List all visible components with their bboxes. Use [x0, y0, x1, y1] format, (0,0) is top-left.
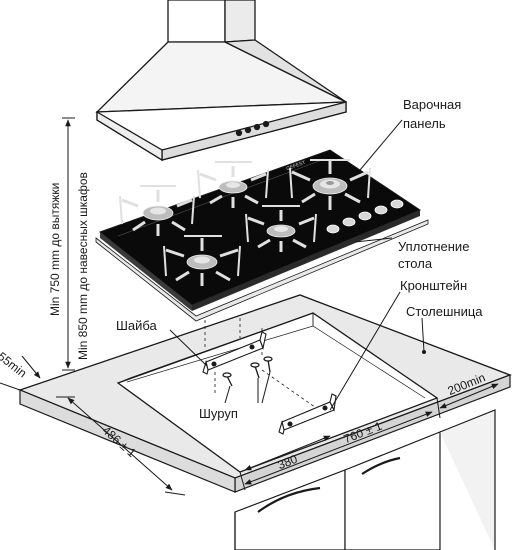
screws: [222, 356, 273, 387]
dimension-lines: [0, 117, 499, 496]
label-worktop: Столешница: [406, 304, 483, 319]
label-screw: Шуруп: [199, 406, 238, 421]
label-hob: Варочная панель: [403, 97, 462, 131]
control-knobs: [326, 199, 404, 234]
burner-back-center: [197, 161, 269, 208]
burner-wok: [289, 159, 371, 210]
gas-hob: [95, 149, 429, 322]
bracket-left: [202, 331, 267, 375]
dim-cabinet-clearance: Min 850 mm до навесных шкафов: [76, 172, 90, 360]
burner-front-left: [163, 235, 241, 286]
hob-seal: [95, 219, 429, 322]
label-bracket: Кронштейн: [400, 278, 468, 293]
label-washer: Шайба: [116, 318, 157, 333]
label-seal: Уплотнение стола: [398, 239, 470, 271]
burner-front-center: [245, 205, 317, 252]
burner-back-left: [119, 185, 195, 236]
cooker-hood: [95, 0, 347, 162]
dim-hood-clearance: Min 750 mm до вытяжки: [48, 182, 62, 316]
